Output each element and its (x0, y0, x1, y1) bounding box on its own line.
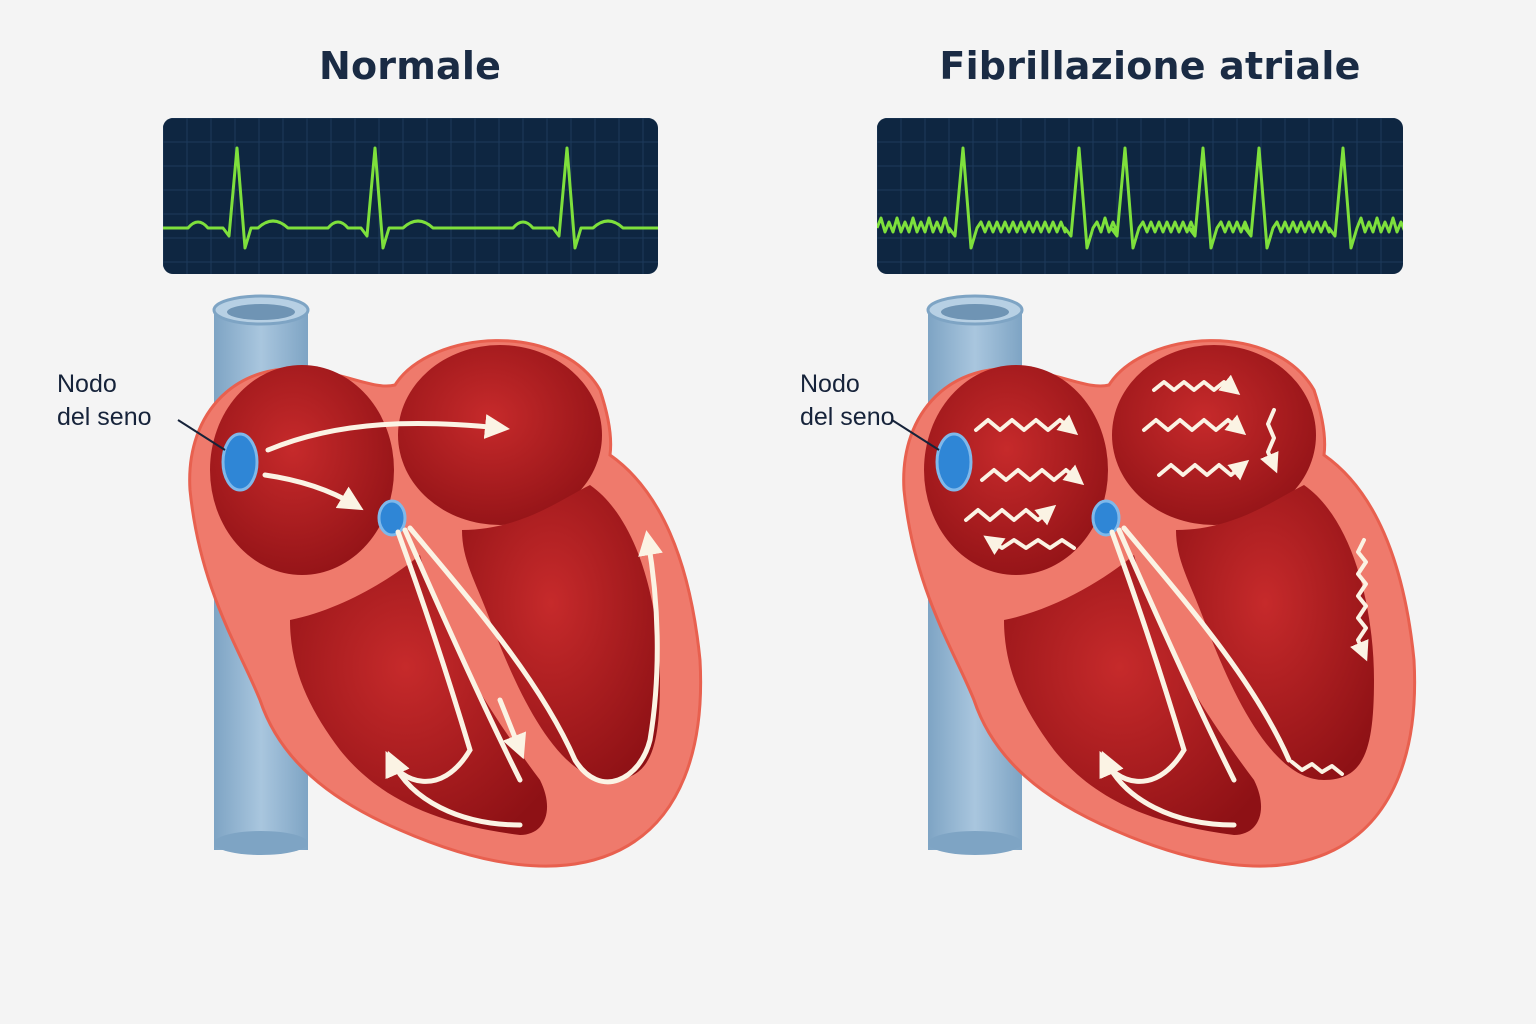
sinus-node-label-afib: Nodo del seno (800, 368, 895, 434)
sinus-node (221, 432, 259, 492)
heart-diagram-normal (177, 294, 703, 868)
conduction-paths (262, 414, 663, 828)
sinus-node-label-line2: del seno (800, 403, 895, 431)
av-node (377, 499, 407, 537)
left-ventricle (1176, 485, 1374, 780)
normal-panel-title: Normale (318, 44, 502, 88)
sinus-node-label-line2: del seno (57, 403, 152, 431)
afib-panel-title: Fibrillazione atriale (939, 44, 1361, 88)
right-atrium (210, 365, 394, 575)
sinus-node-label-line1: Nodo (800, 370, 860, 398)
right-ventricle (1004, 555, 1262, 835)
right-ventricle (290, 555, 548, 835)
ecg-monitor-normal (163, 118, 658, 274)
sinus-node (935, 432, 973, 492)
av-node (1091, 499, 1121, 537)
conduction-paths (1099, 525, 1292, 828)
sinus-node-label-line1: Nodo (57, 370, 117, 398)
left-ventricle (462, 485, 660, 780)
chaotic-atrial-impulses (964, 374, 1279, 555)
ecg-trace-normal (163, 118, 658, 274)
sinus-node-label-normal: Nodo del seno (57, 368, 152, 434)
label-pointer (891, 419, 940, 451)
irregular-ventricular-impulses (1290, 538, 1369, 776)
left-atrium (1112, 345, 1316, 525)
ecg-trace-afib (877, 118, 1403, 274)
ecg-monitor-afib (877, 118, 1403, 274)
label-pointer (177, 419, 226, 451)
heart-diagram-afib (891, 294, 1417, 868)
